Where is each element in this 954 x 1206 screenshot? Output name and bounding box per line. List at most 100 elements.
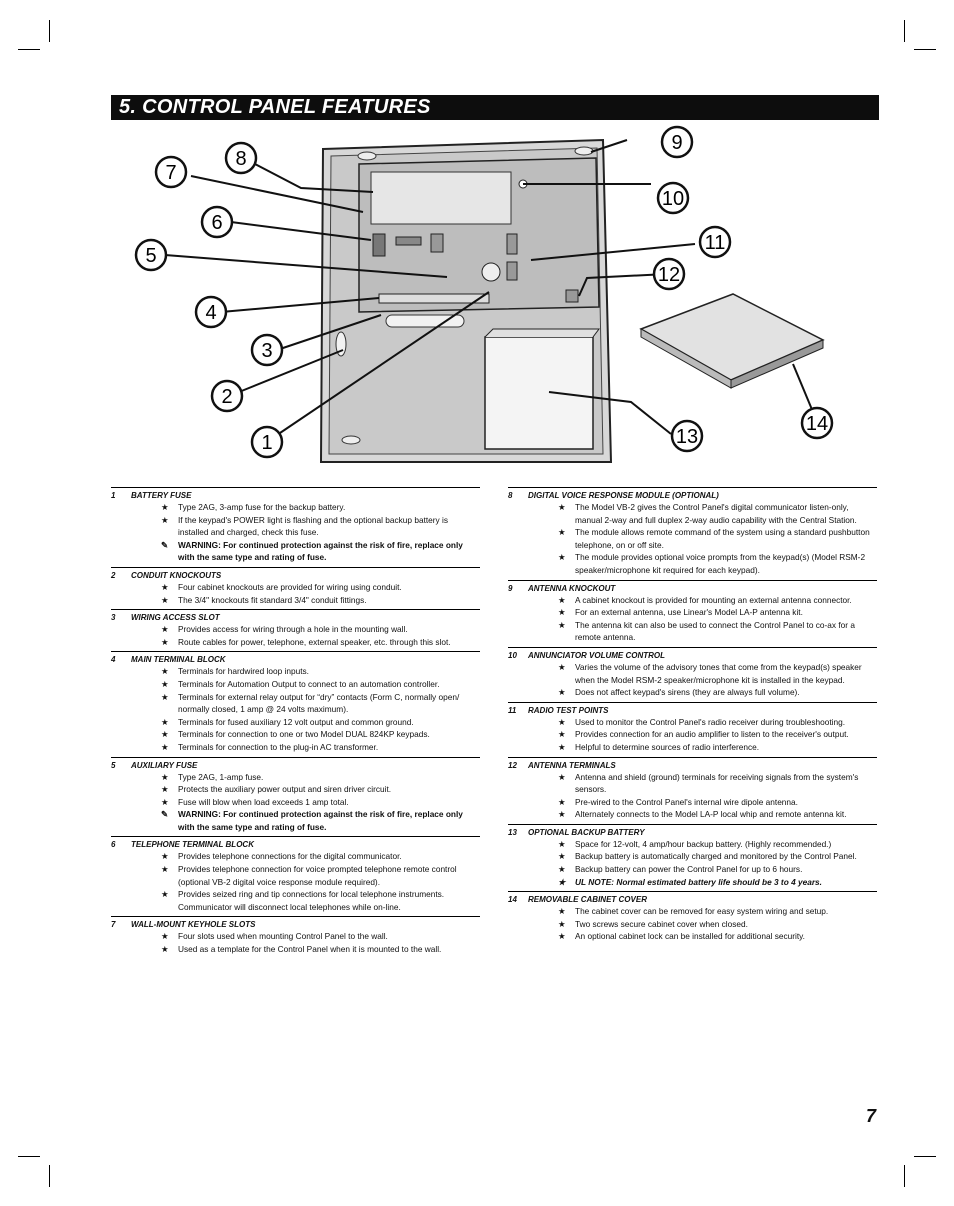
bullet-text: WARNING: For continued protection agains… — [178, 809, 463, 832]
callout-number: 10 — [662, 188, 684, 210]
bullet-text: Provides telephone connections for the d… — [178, 851, 402, 862]
feature-bullet: ★The module provides optional voice prom… — [508, 551, 877, 576]
star-bullet-icon: ★ — [161, 796, 169, 807]
star-bullet-icon: ★ — [161, 944, 169, 955]
callout-circle — [652, 257, 686, 291]
feature-bullet: ★Two screws secure cabinet cover when cl… — [508, 918, 877, 931]
feature-bullet: ★Type 2AG, 1-amp fuse. — [111, 771, 480, 784]
bullet-text: WARNING: For continued protection agains… — [178, 539, 463, 563]
bullet-text: Helpful to determine sources of radio in… — [575, 741, 760, 752]
feature-number: 2 — [111, 570, 116, 580]
bullet-text: The 3/4" knockouts fit standard 3/4" con… — [178, 594, 367, 605]
feature-bullet: ★Terminals for external relay output for… — [111, 691, 480, 716]
feature-bullet: ★The 3/4" knockouts fit standard 3/4" co… — [111, 594, 480, 607]
bullet-text: Terminals for hardwired loop inputs. — [178, 666, 309, 677]
feature-bullet: ★ Provides telephone connections for the … — [111, 850, 480, 863]
feature-bullet: ★Protects the auxiliary power output and… — [111, 783, 480, 796]
feature-bullet: ★ Terminals for Automation Output to conn… — [111, 678, 480, 691]
star-bullet-icon: ★ — [161, 851, 169, 862]
feature-title: WALL-MOUNT KEYHOLE SLOTS — [131, 920, 256, 930]
pencil-note-icon: ✎ — [161, 539, 168, 550]
crop-mark — [18, 1156, 40, 1157]
callout-number: 9 — [671, 132, 682, 154]
feature-title: RADIO TEST POINTS — [528, 705, 609, 715]
bullet-text: Terminals for Automation Output to conne… — [178, 678, 440, 689]
callout-number: 8 — [235, 148, 246, 170]
callout-circle — [134, 238, 168, 272]
bullet-text: Type 2AG, 3-amp fuse for the backup batt… — [178, 502, 346, 512]
callout-number: 1 — [261, 432, 272, 454]
feature-bullet: ★Varies the volume of the advisory tones… — [508, 661, 877, 686]
bullet-text: Terminals for connection to one or two M… — [178, 729, 430, 740]
star-bullet-icon: ★ — [161, 678, 169, 689]
feature-title: CONDUIT KNOCKOUTS — [131, 570, 222, 580]
bullet-text: Used as a template for the Control Panel… — [178, 944, 442, 955]
feature-title: ANNUNCIATOR VOLUME CONTROL — [528, 650, 666, 660]
star-bullet-icon: ★ — [558, 931, 566, 942]
star-bullet-icon: ★ — [161, 931, 169, 942]
feature-bullet: ✎ WARNING: For continued protection again… — [111, 539, 480, 564]
callout-circle — [698, 225, 732, 259]
bullet-text: A cabinet knockout is provided for mount… — [575, 594, 852, 605]
feature-bullet: ★Type 2AG, 3-amp fuse for the backup bat… — [111, 501, 480, 514]
bullet-text: If the keypad's POWER light is flashing … — [178, 514, 448, 538]
star-bullet-icon: ★ — [161, 729, 169, 740]
callout-circle — [200, 205, 234, 239]
feature-title: MAIN TERMINAL BLOCK — [131, 655, 226, 665]
callout-circle — [660, 125, 694, 159]
star-bullet-icon: ★ — [161, 666, 169, 677]
bullet-text: Two screws secure cabinet cover when clo… — [575, 918, 748, 929]
feature-bullet: ★ Terminals for connection to one or two … — [111, 728, 480, 741]
feature-bullet: ★Terminals for connection to the plug-in… — [111, 741, 480, 754]
section-title: 5. CONTROL PANEL FEATURES — [119, 96, 431, 118]
star-bullet-icon: ★ — [558, 607, 566, 618]
star-bullet-icon: ★ — [558, 906, 566, 917]
bullet-text: Provides access for wiring through a hol… — [178, 624, 408, 635]
star-bullet-icon: ★ — [161, 716, 169, 727]
star-bullet-icon: ★ — [161, 514, 169, 525]
feature-title: OPTIONAL BACKUP BATTERY — [528, 827, 645, 837]
bullet-text: Route cables for power, telephone, exter… — [178, 636, 451, 647]
callout-circle — [800, 406, 834, 440]
callout-number: 11 — [705, 232, 726, 254]
star-bullet-icon: ★ — [558, 552, 566, 563]
feature-bullet: ★For an external antenna, use Linear's M… — [508, 606, 877, 619]
star-bullet-icon: ★ — [558, 594, 566, 605]
feature-number: 7 — [111, 920, 116, 930]
bullet-text: Used to monitor the Control Panel's radi… — [575, 716, 845, 727]
star-bullet-icon: ★ — [558, 502, 566, 512]
feature-bullet: ★Route cables for power, telephone, exte… — [111, 636, 480, 649]
feature-bullet: ★Antenna and shield (ground) terminals f… — [508, 771, 877, 796]
bullet-text: Pre-wired to the Control Panel's interna… — [575, 796, 798, 807]
bullet-text: Four cabinet knockouts are provided for … — [178, 581, 402, 592]
star-bullet-icon: ★ — [558, 527, 566, 538]
feature-bullet: ★ Used as a template for the Control Pane… — [111, 943, 480, 956]
bullet-text: Backup battery can power the Control Pan… — [575, 864, 803, 875]
crop-mark — [914, 49, 936, 50]
feature-bullet: ★Backup battery is automatically charged… — [508, 850, 877, 863]
feature-number: 6 — [111, 840, 116, 850]
feature-bullet: ★Used to monitor the Control Panel's rad… — [508, 716, 877, 729]
bullet-text: Provides telephone connection for voice … — [178, 864, 457, 887]
star-bullet-icon: ★ — [558, 729, 566, 740]
star-bullet-icon: ★ — [558, 809, 566, 820]
feature-bullet: ★Alternately connects to the Model LA-P … — [508, 808, 877, 821]
feature-bullet: ★Space for 12-volt, 4 amp/hour backup ba… — [508, 838, 877, 851]
star-bullet-icon: ★ — [161, 771, 169, 782]
feature-bullet: ★The antenna kit can also be used to con… — [508, 619, 877, 644]
callout-number: 7 — [165, 162, 176, 184]
